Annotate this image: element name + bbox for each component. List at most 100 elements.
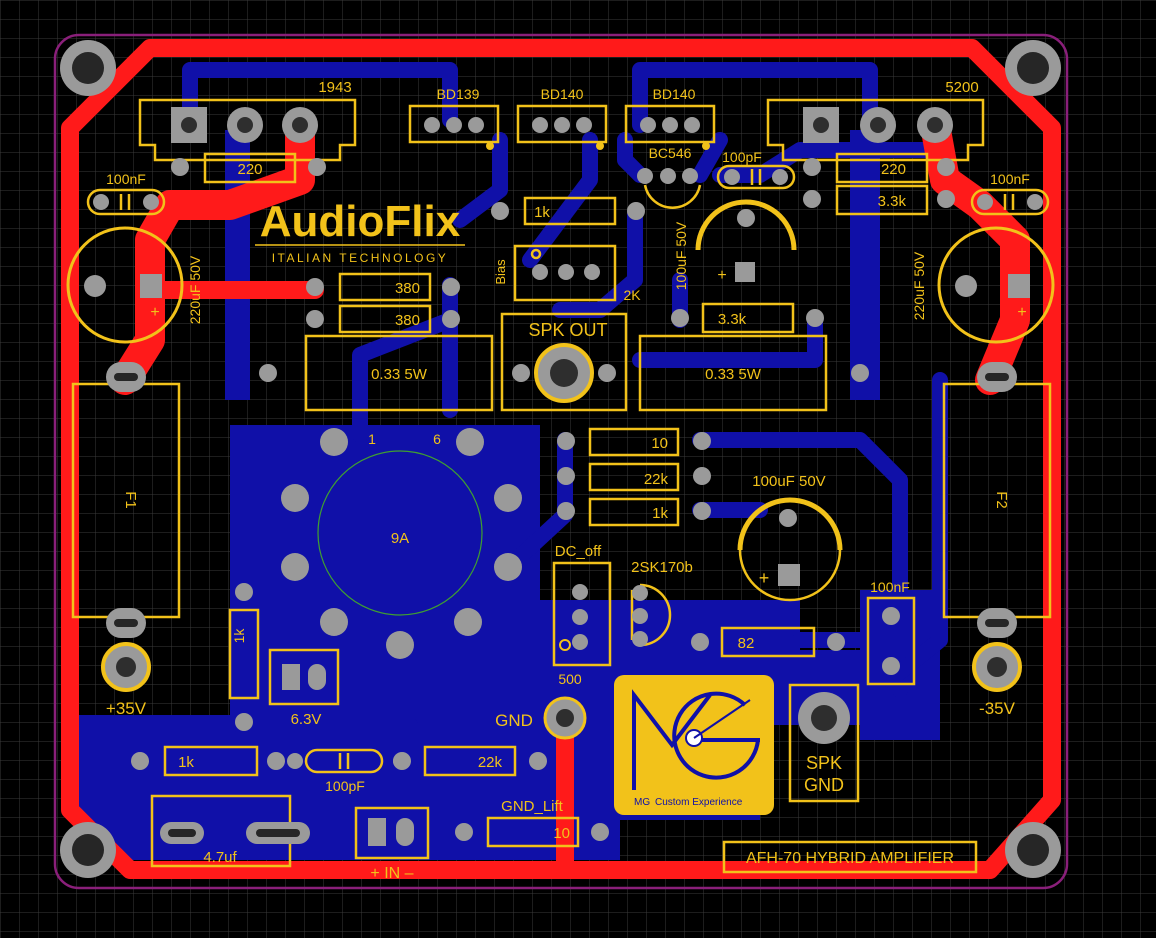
label-220uf-left: 220uF 50V (187, 255, 203, 324)
mg-custom-experience: Custom Experience (655, 797, 743, 808)
cap-4-7uf[interactable]: 4.7uf (150, 794, 310, 868)
cap-100pf-top[interactable]: 100pF (716, 149, 796, 190)
label-6-3v: 6.3V (291, 711, 322, 728)
label-500: 500 (558, 671, 582, 687)
resistor-3-3k-center[interactable]: 3.3k (671, 302, 824, 334)
brand-tagline: ITALIAN TECHNOLOGY (272, 251, 449, 265)
label-100pf-top: 100pF (722, 149, 762, 165)
transistor-bc546[interactable]: BC546 (637, 145, 702, 209)
resistor-10-top[interactable]: 10 (557, 427, 711, 457)
label-22k-bottom: 22k (478, 754, 503, 771)
mounting-holes (60, 40, 1061, 878)
cap-220uf-right[interactable]: 220uF 50V + (911, 226, 1055, 344)
transistor-1943[interactable]: 1943 (138, 79, 357, 162)
label-dc-off: DC_off (555, 543, 602, 560)
resistor-3-3k-right[interactable]: 3.3k (803, 184, 955, 216)
cap-100nf-right[interactable]: 100nF (970, 171, 1050, 216)
label-bc546: BC546 (649, 145, 692, 161)
brand-name: AudioFlix (260, 197, 461, 246)
label-input: + IN – (370, 865, 413, 882)
spk-out-terminal[interactable]: SPK OUT (500, 312, 628, 412)
label-minus-35v: -35V (979, 699, 1016, 718)
connector-input[interactable]: + IN – (354, 806, 430, 882)
mg-logo: MG Custom Experience (614, 675, 774, 815)
label-3-3k-center: 3.3k (718, 311, 747, 328)
svg-text:+: + (150, 304, 159, 321)
label-0-33-right: 0.33 5W (705, 366, 762, 383)
label-2sk170b: 2SK170b (631, 559, 693, 576)
cap-100uf-mid[interactable]: 100uF 50V + (737, 473, 843, 602)
label-220uf-right: 220uF 50V (911, 251, 927, 320)
label-100nf-left: 100nF (106, 171, 146, 187)
label-spk-gnd: GND (804, 775, 844, 795)
cap-100nf-left[interactable]: 100nF (86, 171, 166, 216)
cap-220uf-left[interactable]: 220uF 50V + (66, 226, 203, 344)
resistor-22k-mid[interactable]: 22k (557, 462, 711, 492)
label-plus-35v: +35V (106, 699, 147, 718)
label-220-right: 220 (881, 161, 906, 178)
label-gnd: GND (495, 711, 533, 730)
label-100uf-top: 100uF 50V (673, 221, 689, 290)
resistor-220-left[interactable]: 220 (171, 152, 326, 184)
cap-100uf-top[interactable]: 100uF 50V + (673, 199, 797, 290)
label-pin1: 1 (368, 431, 376, 447)
board-title-box: AFH-70 HYBRID AMPLIFIER (722, 840, 978, 874)
label-pin6: 6 (433, 431, 441, 447)
label-100nf-right: 100nF (990, 171, 1030, 187)
label-bd140-b: BD140 (653, 86, 696, 102)
transistor-bd140-b[interactable]: BD140 (624, 86, 716, 150)
resistor-1k-bottom[interactable]: 1k (131, 745, 285, 777)
resistor-380-b[interactable]: 380 (306, 304, 460, 334)
fuse-f2[interactable]: F2 (942, 362, 1052, 638)
label-1k-vertical: 1k (231, 628, 247, 644)
label-220-left: 220 (237, 161, 262, 178)
label-4-7uf: 4.7uf (203, 849, 237, 866)
connector-6-3v[interactable]: 6.3V (268, 648, 340, 728)
terminal-plus-35v[interactable]: +35V (101, 642, 151, 718)
terminal-minus-35v[interactable]: -35V (972, 642, 1022, 718)
resistor-82[interactable]: 82 (691, 626, 845, 658)
mg-letters: MG (634, 797, 650, 808)
resistor-0-33-right[interactable]: 0.33 5W (638, 334, 869, 412)
label-380-b: 380 (395, 312, 420, 329)
trimmer-bias-2k[interactable]: Bias 2K (493, 244, 641, 303)
label-82: 82 (738, 635, 755, 652)
resistor-1k-mid[interactable]: 1k (557, 497, 711, 527)
transistor-5200[interactable]: 5200 (766, 79, 985, 162)
tube-9a-socket[interactable]: 9A 1 6 (281, 428, 522, 659)
resistor-0-33-left[interactable]: 0.33 5W (259, 334, 494, 412)
resistor-gnd-lift[interactable]: GND_Lift 10 (455, 798, 609, 848)
transistor-bd139[interactable]: BD139 (408, 86, 500, 150)
terminal-spk-gnd[interactable]: SPK GND (788, 683, 860, 803)
label-0-33-left: 0.33 5W (371, 366, 428, 383)
label-22k-mid: 22k (644, 471, 669, 488)
resistor-380-a[interactable]: 380 (306, 272, 460, 302)
terminal-gnd[interactable]: GND (495, 696, 587, 740)
board-outline (53, 33, 1069, 890)
label-f1: F1 (122, 491, 139, 509)
resistor-22k-bottom[interactable]: 22k (393, 745, 547, 777)
board-title: AFH-70 HYBRID AMPLIFIER (746, 850, 954, 867)
resistor-1k-top[interactable]: 1k (491, 196, 645, 226)
label-spk-out: SPK OUT (528, 320, 607, 340)
resistor-220-right[interactable]: 220 (803, 152, 955, 184)
jfet-2sk170b[interactable]: 2SK170b (630, 559, 693, 647)
label-1k-bottom: 1k (178, 754, 194, 771)
label-2k: 2K (623, 287, 641, 303)
resistor-1k-vertical[interactable]: 1k (228, 583, 260, 731)
label-10-bottom: 10 (553, 825, 570, 842)
label-5200: 5200 (945, 79, 978, 96)
audioflix-logo: AudioFlix ITALIAN TECHNOLOGY (255, 197, 465, 265)
label-1k-mid: 1k (652, 505, 668, 522)
transistor-bd140-a[interactable]: BD140 (516, 86, 608, 150)
fuse-f1[interactable]: F1 (71, 362, 181, 638)
label-100pf-bottom: 100pF (325, 778, 365, 794)
label-100nf-bottom: 100nF (870, 579, 910, 595)
trimmer-dc-off-500[interactable]: DC_off 500 (552, 543, 612, 687)
label-bias: Bias (493, 259, 508, 285)
label-f2: F2 (993, 491, 1010, 509)
cap-100nf-bottom[interactable]: 100nF (866, 579, 916, 686)
label-bd139: BD139 (437, 86, 480, 102)
label-9a: 9A (391, 530, 409, 547)
